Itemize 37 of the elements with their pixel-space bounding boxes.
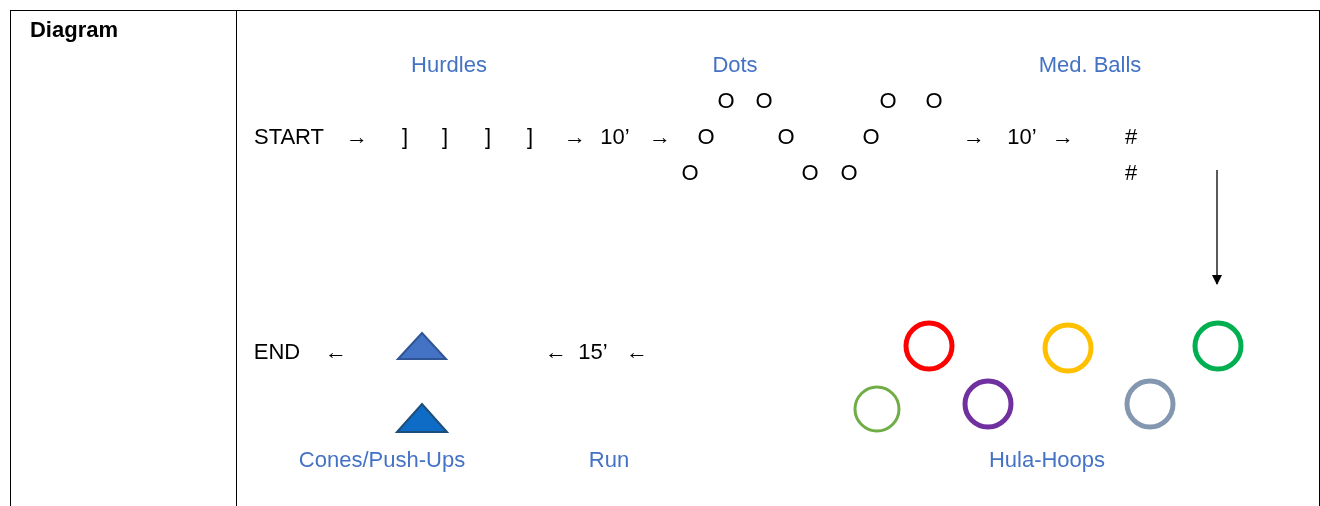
header-cell-text: Diagram [30,17,118,43]
course-marker: O [777,124,795,150]
course-marker: # [1124,124,1138,150]
station-label: Dots [712,52,758,78]
course-marker: ← [626,339,648,365]
station-label: Cones/Push-Ups [298,447,466,473]
course-marker: → [346,124,368,150]
course-marker: ← [545,339,567,365]
course-marker: ] [526,124,534,150]
course-marker: 10’ [1007,124,1037,150]
course-marker: START [253,124,325,150]
course-marker: O [755,88,773,114]
course-marker: ← [325,339,347,365]
course-marker: O [697,124,715,150]
course-marker: # [1124,160,1138,186]
course-marker: ] [401,124,409,150]
course-marker: → [963,124,985,150]
course-marker: O [879,88,897,114]
course-marker: O [862,124,880,150]
course-marker: → [564,124,586,150]
course-marker: O [801,160,819,186]
station-label: Hula-Hoops [988,447,1106,473]
course-marker: ] [441,124,449,150]
course-marker: O [681,160,699,186]
course-marker: O [717,88,735,114]
course-marker: O [925,88,943,114]
station-label: Hurdles [411,52,487,78]
arrow [1212,169,1222,285]
course-marker: END [253,339,301,365]
station-label: Run [588,447,630,473]
course-marker: → [649,124,671,150]
station-label: Med. Balls [1038,52,1142,78]
course-marker: → [1052,124,1074,150]
course-marker: 15’ [578,339,608,365]
course-marker: O [840,160,858,186]
course-marker: ] [484,124,492,150]
course-marker: 10’ [600,124,630,150]
